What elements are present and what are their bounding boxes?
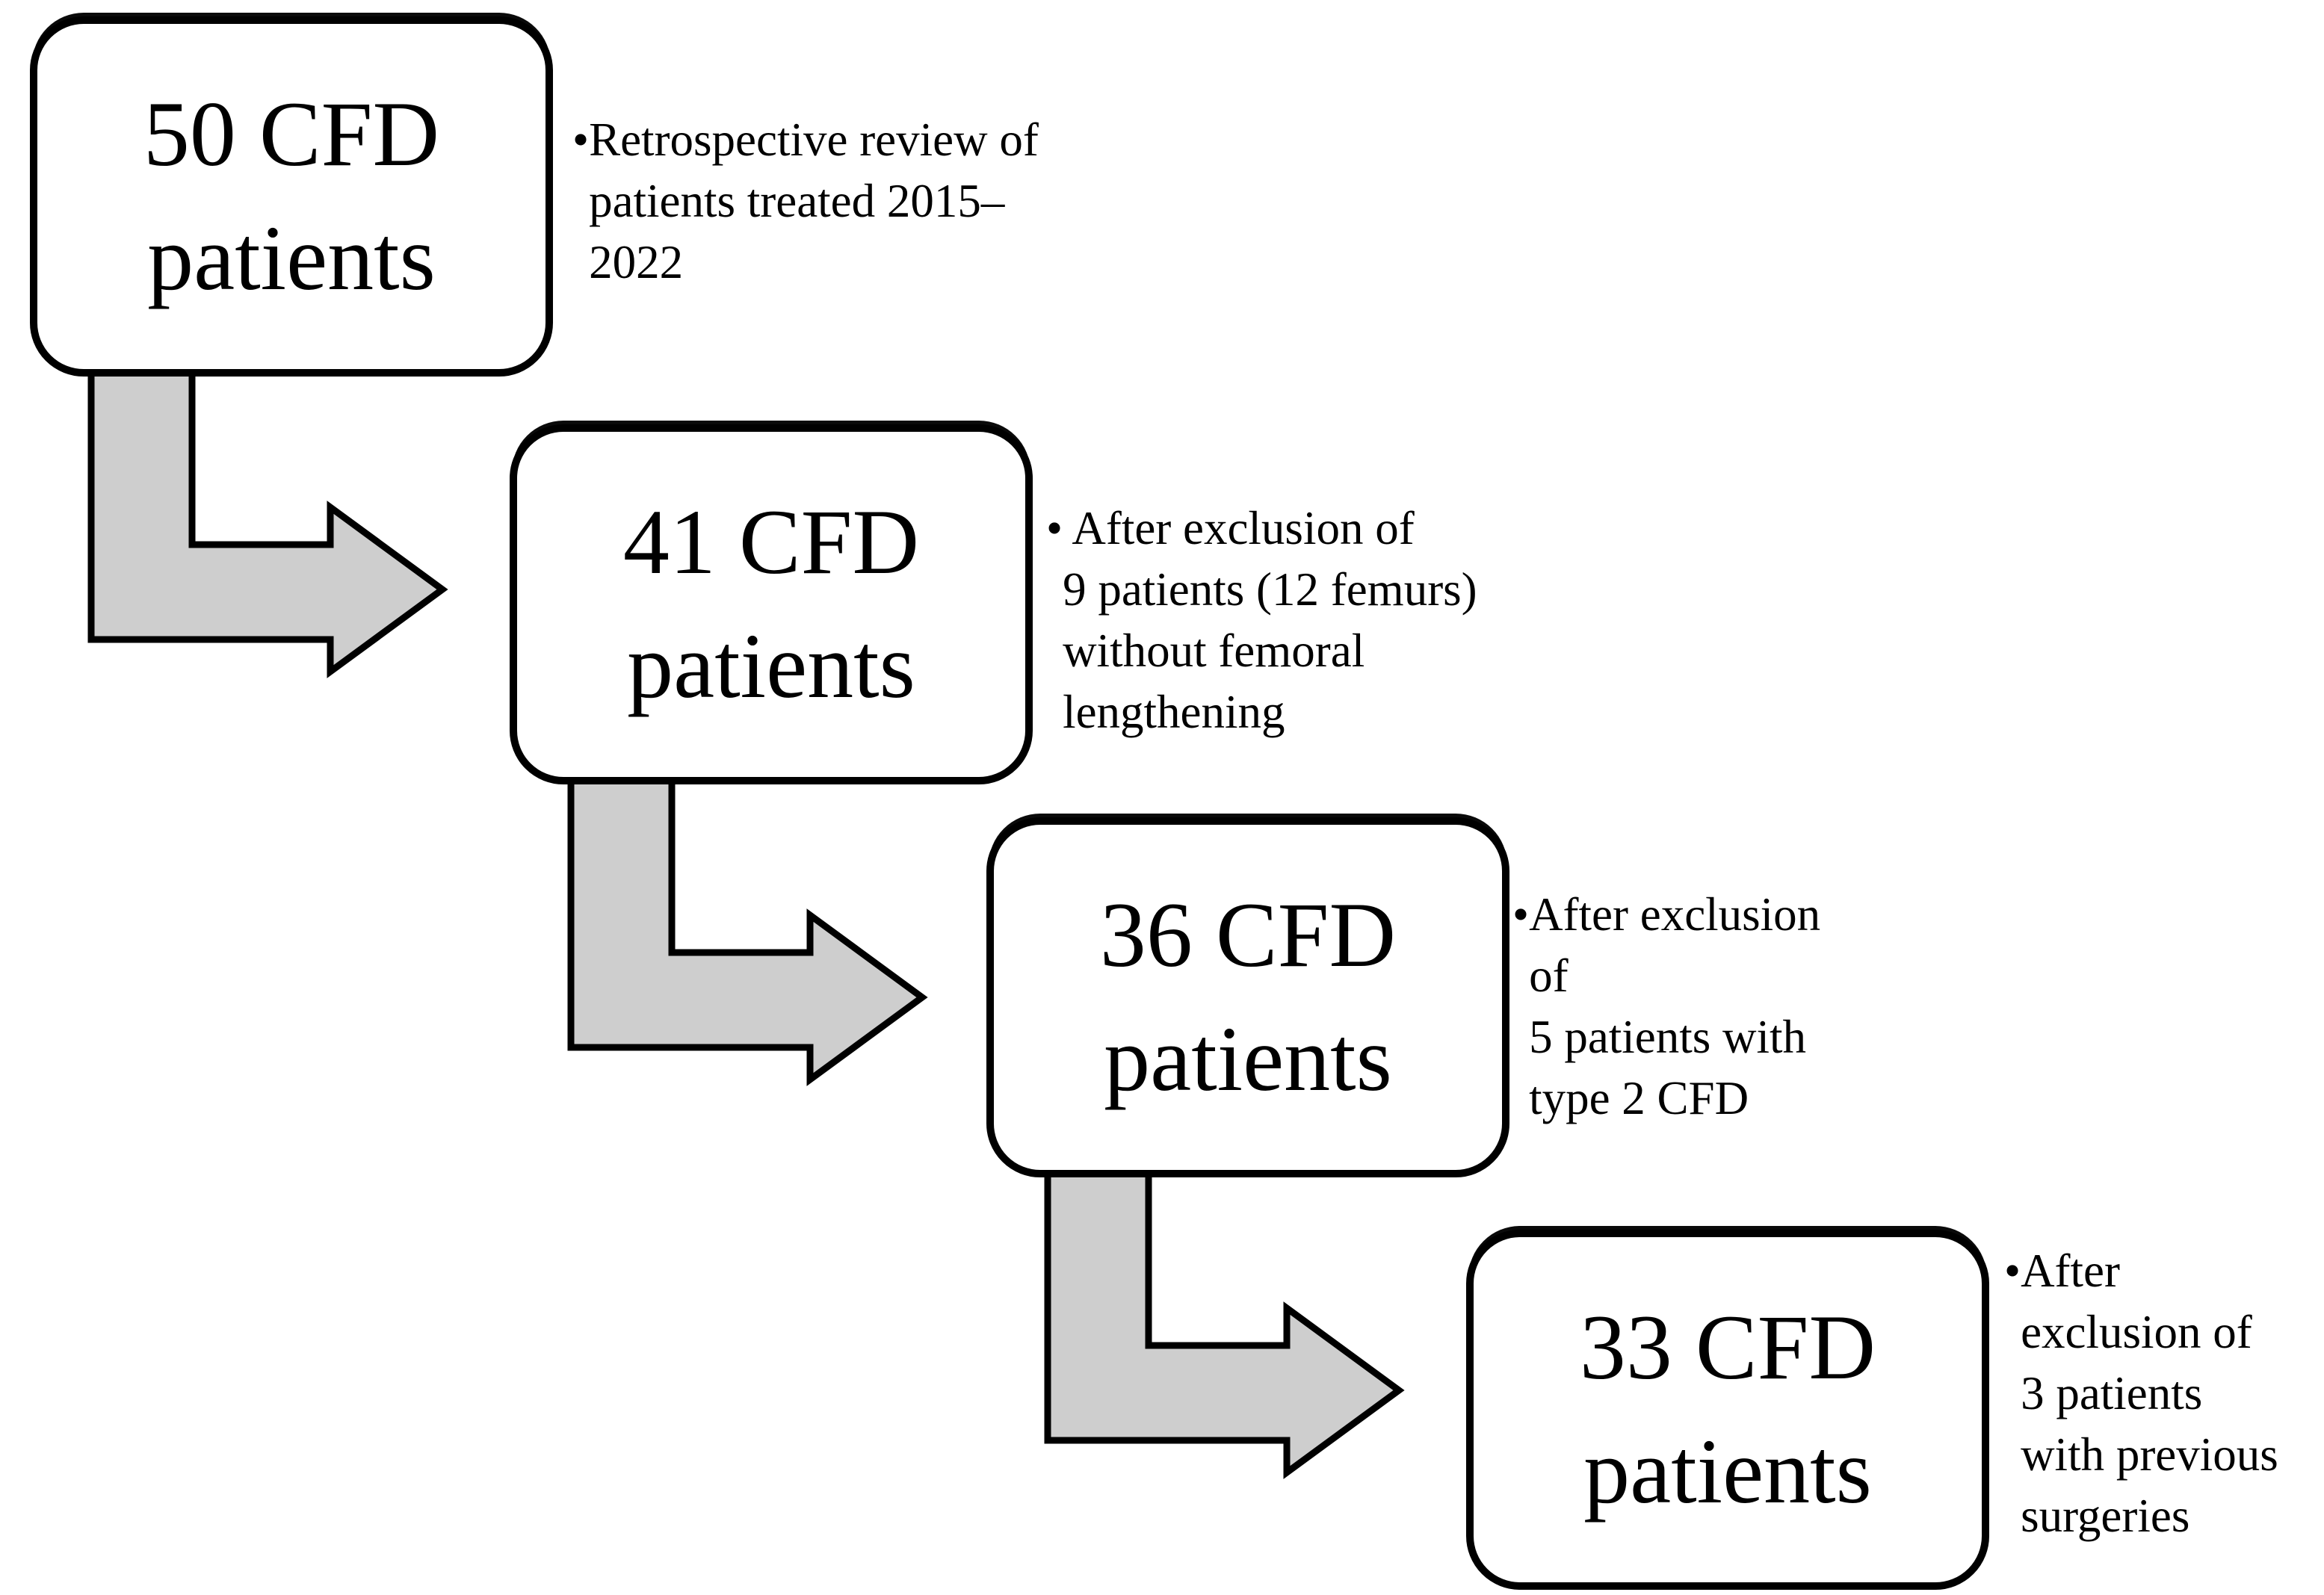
box-label-line: patients xyxy=(1583,1420,1872,1523)
note-step2: • After exclusion of 9 patients (12 femu… xyxy=(1046,498,1477,743)
box-count-line: 36 CFD xyxy=(1099,884,1397,986)
note-line: 5 patients with xyxy=(1529,1011,1807,1063)
note-line: 2022 xyxy=(589,236,684,288)
note-line: After exclusion of xyxy=(1063,502,1415,554)
note-lines: Retrospective review of patients treated… xyxy=(589,109,1039,293)
box-count-line: 50 CFD xyxy=(143,83,440,185)
elbow-arrow-step1-to-step2-icon xyxy=(87,365,448,678)
box-label-line: patients xyxy=(147,207,436,309)
note-line: surgeries xyxy=(2021,1490,2190,1542)
step-box-33-cfd-patients: 33 CFD patients xyxy=(1466,1230,1989,1590)
note-line: 9 patients (12 femurs) xyxy=(1063,563,1477,616)
bullet-icon: • xyxy=(1512,888,1530,941)
note-line: without femoral xyxy=(1063,625,1365,677)
box-label-line: patients xyxy=(627,615,915,717)
note-line: Retrospective review of xyxy=(589,114,1039,166)
note-line: exclusion of xyxy=(2021,1306,2252,1358)
note-line: type 2 CFD xyxy=(1529,1072,1749,1124)
note-line: lengthening xyxy=(1063,686,1285,738)
note-lines: After exclusion of 5 patients with type … xyxy=(1529,884,1820,1129)
note-lines: After exclusion of 3 patients with previ… xyxy=(2021,1240,2278,1546)
note-lines: After exclusion of 9 patients (12 femurs… xyxy=(1063,498,1477,743)
note-step4: • After exclusion of 3 patients with pre… xyxy=(2004,1240,2278,1546)
box-count-line: 41 CFD xyxy=(622,491,920,593)
note-step3: • After exclusion of 5 patients with typ… xyxy=(1512,884,1820,1129)
bullet-icon: • xyxy=(2004,1245,2021,1297)
note-line: with previous xyxy=(2021,1428,2278,1481)
box-count-line: 33 CFD xyxy=(1579,1296,1876,1399)
note-line: 3 patients xyxy=(2021,1367,2203,1419)
box-label-line: patients xyxy=(1104,1008,1392,1110)
step-box-41-cfd-patients: 41 CFD patients xyxy=(510,424,1033,784)
bullet-icon: • xyxy=(572,114,590,166)
elbow-arrow-step2-to-step3-icon xyxy=(567,773,928,1086)
step-box-50-cfd-patients: 50 CFD patients xyxy=(30,16,553,377)
note-line: After exclusion xyxy=(1529,888,1821,941)
elbow-arrow-step3-to-step4-icon xyxy=(1044,1166,1405,1479)
note-line: patients treated 2015– xyxy=(589,175,1005,227)
note-line: of xyxy=(1529,950,1569,1002)
note-step1: • Retrospective review of patients treat… xyxy=(572,109,1039,293)
bullet-icon: • xyxy=(1046,502,1063,554)
step-box-36-cfd-patients: 36 CFD patients xyxy=(986,817,1509,1177)
note-line: After xyxy=(2021,1245,2120,1297)
